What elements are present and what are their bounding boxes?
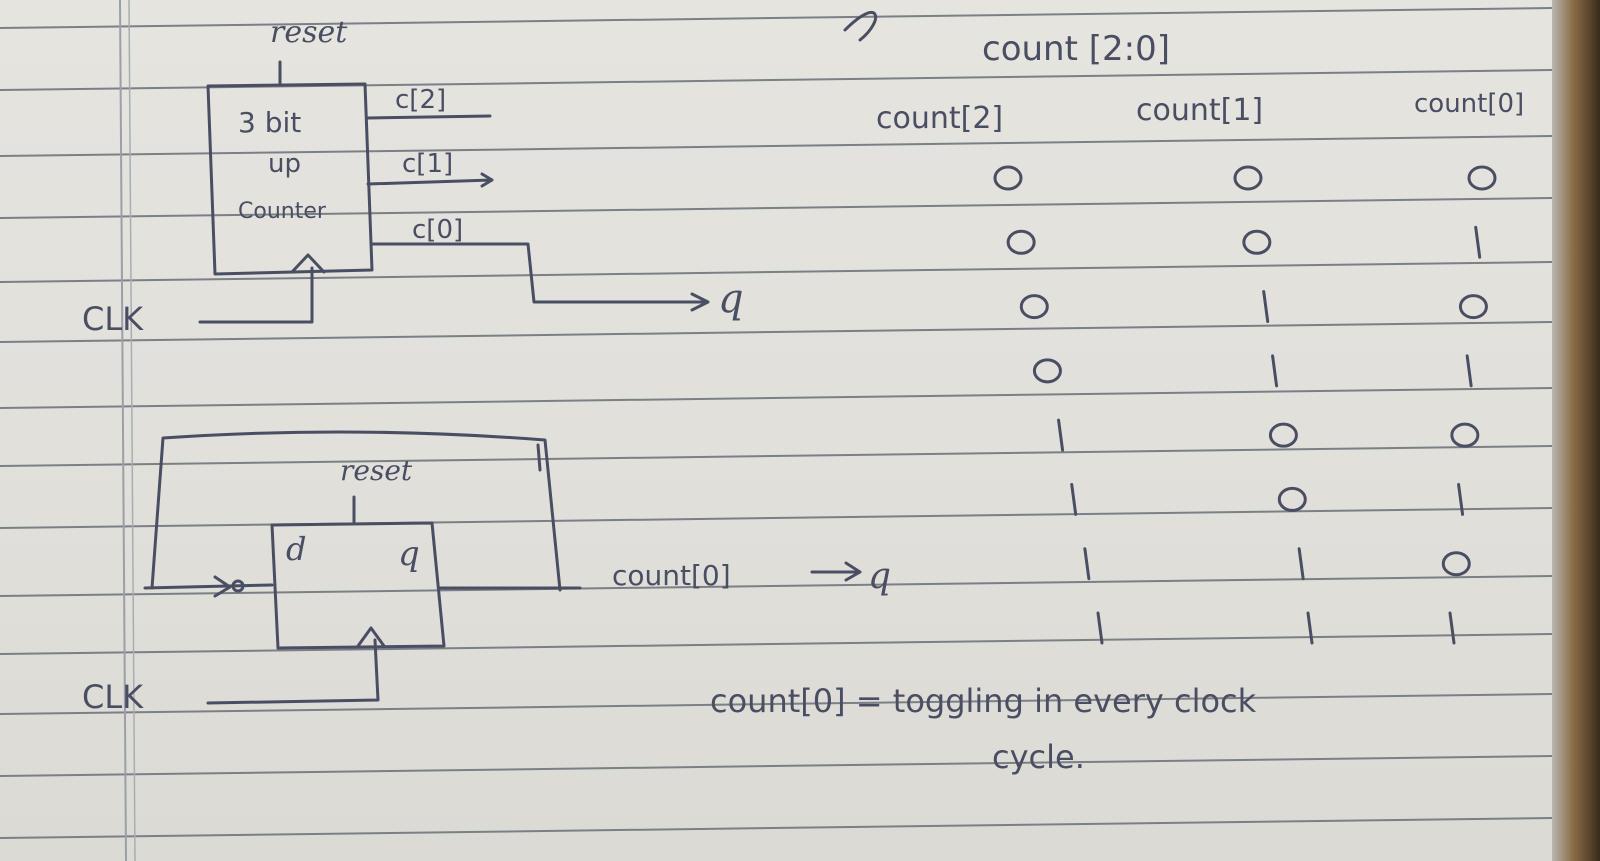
dff-clock-triangle	[356, 626, 386, 648]
table-cell-r3-c0	[1032, 358, 1062, 384]
table-cell-r7-c1	[1306, 611, 1314, 645]
counter-label-line2: up	[268, 149, 301, 179]
truth-table: count [2:0] count[2] count[1] count[0]	[876, 29, 1524, 645]
dff-input-wire	[143, 575, 274, 598]
counter-out2-label: c[2]	[395, 85, 446, 115]
counter-out0-wire	[370, 242, 710, 312]
dff-reset-label: reset	[340, 454, 413, 487]
dff-out-arrow	[810, 561, 862, 582]
counter-out2-wire	[366, 114, 492, 120]
dff-q-label: q	[398, 534, 420, 574]
counter-clock-triangle	[290, 253, 326, 274]
ruled-line	[0, 575, 1553, 597]
ruled-line	[0, 197, 1553, 219]
ruled-line	[0, 693, 1553, 715]
table-cell-r6-c2	[1441, 551, 1471, 577]
note-line1: count[0] = toggling in every clock	[710, 682, 1257, 720]
stray-mark	[843, 11, 877, 42]
table-cell-r4-c0	[1057, 418, 1065, 452]
counter-diagram: reset 3 bit up Counter c[2] c[1] c[0] q …	[82, 15, 744, 338]
counter-label-line3: Counter	[238, 199, 327, 224]
dff-d-label: d	[286, 530, 306, 568]
ruled-line	[0, 387, 1553, 409]
table-cell-r5-c0	[1070, 482, 1078, 516]
counter-clk-label: CLK	[82, 300, 144, 338]
dff-input-bubble	[231, 579, 245, 593]
table-cell-r1-c0	[1006, 229, 1036, 255]
table-cell-r0-c2	[1467, 165, 1497, 191]
table-cell-r3-c1	[1271, 354, 1279, 388]
table-cell-r5-c2	[1457, 482, 1465, 516]
table-cell-r2-c2	[1458, 294, 1488, 320]
table-cell-r4-c2	[1450, 422, 1480, 448]
table-cell-r6-c1	[1297, 547, 1305, 581]
ruled-line	[0, 633, 1553, 655]
table-cell-r4-c1	[1268, 422, 1298, 448]
counter-out1-wire	[366, 172, 494, 188]
dff-clk-wire	[206, 638, 380, 705]
ruled-line	[0, 7, 1553, 29]
table-header-count1: count[1]	[1136, 93, 1263, 128]
table-cell-r3-c2	[1465, 354, 1473, 388]
ruled-line	[0, 135, 1553, 157]
counter-clk-wire	[198, 266, 314, 324]
dff-clk-label: CLK	[82, 678, 144, 716]
counter-box	[206, 82, 374, 276]
counter-out1-label: c[1]	[402, 149, 453, 179]
dff-out-label: count[0]	[612, 559, 731, 592]
margin-line	[128, 0, 136, 861]
table-cell-r7-c0	[1096, 611, 1104, 645]
table-cell-r5-c1	[1277, 486, 1307, 512]
table-cell-r2-c1	[1262, 290, 1270, 324]
counter-out0-label: c[0]	[412, 215, 463, 245]
ruled-line	[0, 261, 1553, 283]
ruled-lines	[0, 7, 1553, 839]
dff-diagram: reset d q count[0] q CLK	[82, 430, 891, 716]
note-line2: cycle.	[992, 738, 1085, 776]
dff-box	[270, 521, 446, 650]
dff-feedback-tick	[536, 443, 542, 472]
table-header-count0: count[0]	[1414, 89, 1524, 119]
note: count[0] = toggling in every clock cycle…	[710, 682, 1257, 776]
table-cell-r0-c0	[993, 165, 1023, 191]
ruled-line	[0, 755, 1553, 777]
ruled-line	[0, 817, 1553, 839]
table-cell-r0-c1	[1233, 165, 1263, 191]
counter-reset-label: reset	[270, 15, 348, 50]
counter-q-label: q	[718, 276, 744, 322]
ruled-line	[0, 321, 1553, 343]
ruled-line	[0, 507, 1553, 529]
dff-out-q: q	[868, 556, 891, 597]
dff-feedback-loop	[150, 430, 562, 592]
ruled-line	[0, 445, 1553, 467]
table-cell-r2-c0	[1019, 294, 1049, 320]
margin-line	[119, 0, 127, 861]
table-title: count [2:0]	[982, 29, 1170, 69]
counter-label-line1: 3 bit	[238, 106, 301, 139]
table-cells	[993, 165, 1497, 645]
table-cell-r7-c2	[1448, 611, 1456, 645]
table-cell-r1-c1	[1242, 229, 1272, 255]
notebook-binding	[1552, 0, 1600, 861]
table-header-count2: count[2]	[876, 101, 1003, 136]
table-cell-r6-c0	[1083, 547, 1091, 581]
table-cell-r1-c2	[1474, 225, 1482, 259]
